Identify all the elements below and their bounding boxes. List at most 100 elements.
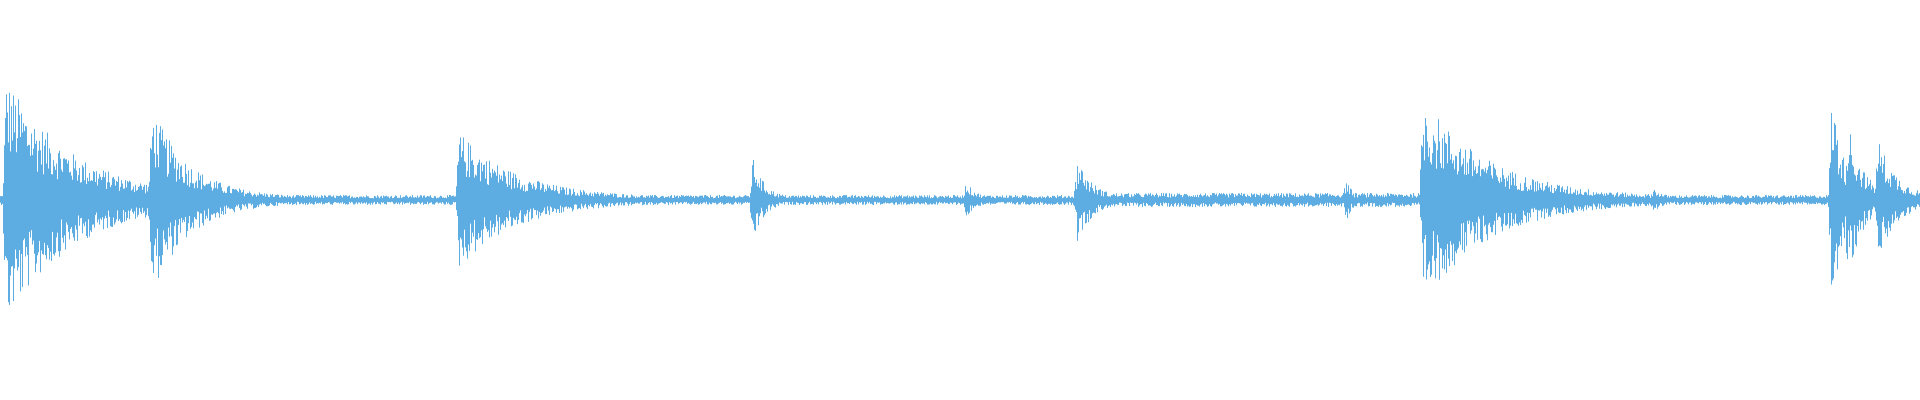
waveform-sample-bar (1243, 193, 1244, 206)
waveform-sample-bar (981, 198, 982, 203)
waveform-sample-bar (312, 197, 313, 204)
waveform-sample-bar (1282, 197, 1283, 207)
waveform-sample-bar (688, 195, 689, 204)
waveform-sample-bar (721, 196, 722, 204)
waveform-sample-bar (54, 166, 55, 256)
waveform-sample-bar (429, 196, 430, 204)
waveform-sample-bar (1228, 197, 1229, 207)
waveform-sample-bar (760, 178, 761, 214)
waveform-sample-bar (1023, 195, 1024, 204)
waveform-sample-bar (1545, 186, 1546, 209)
waveform-sample-bar (544, 191, 545, 208)
waveform-sample-bar (1794, 198, 1795, 203)
waveform-sample-bar (10, 151, 11, 276)
waveform-sample-bar (360, 196, 361, 204)
waveform-sample-bar (1720, 197, 1721, 205)
waveform-sample-bar (1678, 198, 1679, 204)
waveform-sample-bar (1812, 196, 1813, 204)
waveform-sample-bar (358, 198, 359, 203)
waveform-sample-bar (1569, 193, 1570, 210)
waveform-sample-bar (1345, 193, 1346, 215)
waveform-sample-bar (497, 165, 498, 222)
waveform-sample-bar (617, 197, 618, 203)
waveform-sample-bar (670, 196, 671, 204)
waveform-sample-bar (995, 198, 996, 204)
waveform-sample-bar (1350, 188, 1351, 212)
waveform-sample-bar (1314, 197, 1315, 206)
waveform-sample-bar (1195, 195, 1196, 207)
waveform-sample-bar (1437, 150, 1438, 235)
waveform-sample-bar (240, 190, 241, 211)
waveform-sample-bar (1664, 195, 1665, 205)
waveform-sample-bar (1227, 194, 1228, 205)
waveform-sample-bar (168, 173, 169, 228)
waveform-sample-bar (757, 186, 758, 213)
waveform-sample-bar (1478, 165, 1479, 217)
waveform-sample-bar (337, 195, 338, 203)
waveform-sample-bar (186, 173, 187, 238)
waveform-sample-bar (1288, 197, 1289, 206)
waveform-sample-bar (488, 185, 489, 231)
waveform-sample-bar (1822, 197, 1823, 205)
waveform-sample-bar (666, 197, 667, 203)
waveform-sample-bar (394, 196, 395, 205)
waveform-sample-bar (1044, 197, 1045, 204)
waveform-sample-bar (1198, 197, 1199, 206)
waveform-sample-bar (872, 195, 873, 205)
waveform-sample-bar (1566, 189, 1567, 214)
waveform-sample-bar (1511, 185, 1512, 213)
waveform-sample-bar (1646, 195, 1647, 207)
waveform-sample-bar (1488, 166, 1489, 225)
waveform-sample-bar (1487, 169, 1488, 241)
waveform-sample-bar (1848, 163, 1849, 231)
waveform-sample-bar (816, 198, 817, 205)
waveform-sample-bar (461, 157, 462, 240)
waveform-sample-bar (482, 171, 483, 245)
waveform-sample-bar (919, 195, 920, 204)
waveform-sample-bar (1311, 195, 1312, 205)
waveform-sample-bar (1833, 150, 1834, 279)
waveform-sample-bar (82, 165, 83, 234)
waveform-sample-bar (278, 195, 279, 204)
waveform-sample-bar (931, 197, 932, 205)
waveform-sample-bar (1785, 196, 1786, 204)
waveform-sample-bar (1533, 180, 1534, 213)
waveform-sample-bar (1170, 197, 1171, 206)
waveform-sample-bar (373, 198, 374, 203)
waveform-sample-bar (1323, 194, 1324, 206)
waveform-sample-bar (1094, 193, 1095, 213)
waveform-sample-bar (1438, 119, 1439, 243)
waveform-sample-bar (368, 196, 369, 204)
waveform-sample-bar (1517, 189, 1518, 225)
waveform-sample-bar (250, 193, 251, 204)
waveform-sample-bar (1841, 178, 1842, 246)
waveform-sample-bar (1580, 189, 1581, 207)
waveform-sample-bar (1518, 189, 1519, 226)
waveform-sample-bar (1870, 179, 1871, 220)
waveform-sample-bar (944, 197, 945, 203)
waveform-sample-bar (1878, 163, 1879, 247)
waveform-sample-bar (195, 182, 196, 219)
waveform-sample-bar (1617, 192, 1618, 205)
waveform-sample-bar (850, 197, 851, 203)
waveform-sample-bar (1666, 195, 1667, 205)
waveform-sample-bar (362, 197, 363, 204)
waveform-sample-bar (1258, 195, 1259, 205)
waveform-sample-bar (1539, 183, 1540, 211)
waveform-sample-bar (456, 186, 457, 211)
waveform-sample-bar (1217, 196, 1218, 204)
waveform-sample-bar (662, 196, 663, 203)
waveform-sample-bar (124, 188, 125, 222)
waveform-sample-bar (600, 193, 601, 204)
waveform-sample-bar (1339, 196, 1340, 206)
waveform-sample-bar (188, 170, 189, 224)
waveform-sample-bar (955, 196, 956, 203)
waveform-sample-bar (1034, 197, 1035, 205)
waveform-sample-bar (772, 194, 773, 205)
waveform-sample-bar (687, 196, 688, 204)
waveform-sample-bar (308, 195, 309, 205)
waveform-sample-bar (515, 174, 516, 220)
waveform-sample-bar (78, 175, 79, 216)
waveform-sample-bar (1823, 196, 1824, 204)
waveform-sample-bar (632, 195, 633, 204)
